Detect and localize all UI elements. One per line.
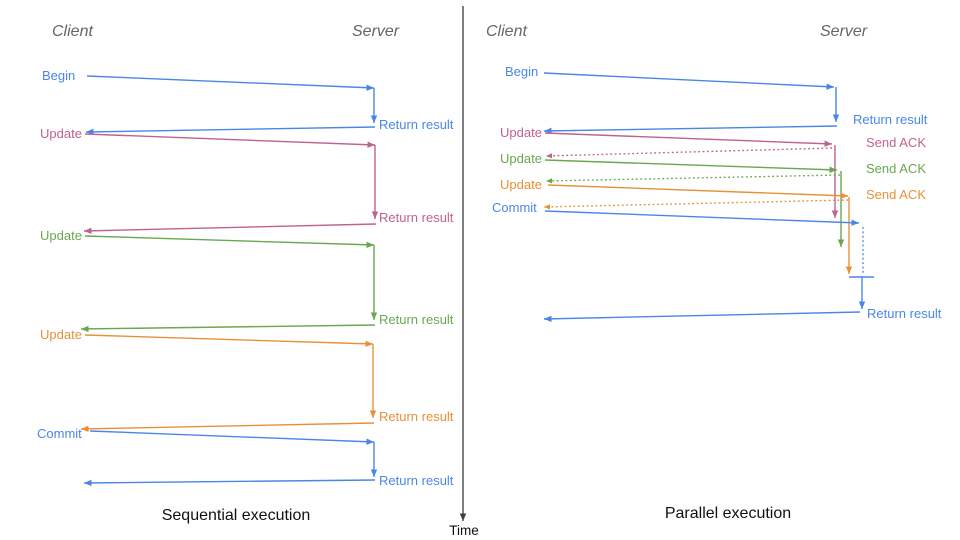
sequential-begin-request-line — [86, 75, 375, 89]
parallel-update1-request-arrowhead — [824, 140, 832, 147]
parallel-commit-send-arrowhead — [858, 301, 866, 309]
parallel-update3-processing-arrowhead — [845, 266, 853, 274]
sequential-commit-return-arrowhead — [84, 479, 92, 487]
parallel-update2-label: Update — [500, 151, 542, 166]
parallel-return-result-1: Return result — [853, 112, 928, 127]
parallel-update1-ack-line — [545, 147, 833, 157]
parallel-update2-processing-arrowhead — [837, 239, 845, 247]
parallel-update1-processing-arrowhead — [831, 210, 839, 218]
parallel-begin-request-arrowhead — [826, 83, 834, 90]
sequential-update2-request-arrowhead — [366, 241, 374, 248]
sequential-begin-return-line — [85, 126, 376, 133]
parallel-send-ack-1: Send ACK — [866, 135, 926, 150]
parallel-begin-return-line — [543, 125, 838, 132]
sequential-commit-return-line — [83, 479, 376, 484]
sequential-return-result-1: Return result — [379, 117, 454, 132]
parallel-client-header: Client — [486, 23, 527, 40]
sequential-commit-label: Commit — [37, 426, 82, 441]
sequential-panel-title: Sequential execution — [162, 507, 311, 524]
parallel-update2-ack-arrowhead — [546, 178, 553, 184]
parallel-update3-ack-line — [543, 199, 849, 208]
parallel-commit-return-line — [543, 311, 861, 320]
sequential-update3-request-arrowhead — [365, 340, 373, 347]
parallel-update3-ack-arrowhead — [544, 204, 551, 210]
sequential-return-result-4: Return result — [379, 409, 454, 424]
sequential-update2-label: Update — [40, 228, 82, 243]
parallel-commit-request-arrowhead — [851, 219, 859, 226]
sequential-commit-processing-arrowhead — [370, 469, 378, 477]
parallel-commit-request-line — [544, 210, 860, 224]
sequential-return-result-5: Return result — [379, 473, 454, 488]
parallel-update2-request-line — [544, 159, 838, 171]
sequential-update1-request-arrowhead — [367, 141, 375, 148]
parallel-update2-request-arrowhead — [829, 166, 837, 173]
parallel-update3-label: Update — [500, 177, 542, 192]
parallel-update1-ack-arrowhead — [546, 153, 553, 159]
sequential-client-header: Client — [52, 23, 93, 40]
sequential-update3-label: Update — [40, 327, 82, 342]
parallel-commit-label: Commit — [492, 200, 537, 215]
sequential-return-result-2: Return result — [379, 210, 454, 225]
sequential-commit-request-arrowhead — [366, 438, 374, 445]
parallel-return-result-2: Return result — [867, 306, 942, 321]
sequential-update2-return-arrowhead — [81, 325, 89, 333]
sequential-begin-request-arrowhead — [366, 84, 374, 91]
sequential-update3-return-line — [80, 422, 375, 430]
sequential-update3-return-arrowhead — [81, 425, 89, 433]
sequential-begin-return-arrowhead — [86, 128, 94, 136]
parallel-send-ack-3: Send ACK — [866, 187, 926, 202]
sequential-update1-label: Update — [40, 126, 82, 141]
sequential-update3-request-line — [84, 334, 374, 345]
parallel-panel-title: Parallel execution — [665, 505, 791, 522]
parallel-update2-ack-line — [545, 174, 841, 182]
parallel-begin-request-line — [543, 72, 835, 88]
parallel-send-ack-2: Send ACK — [866, 161, 926, 176]
sequential-commit-request-line — [89, 430, 375, 443]
parallel-update1-request-line — [544, 132, 833, 145]
sequential-update1-return-arrowhead — [84, 227, 92, 235]
parallel-commit-return-arrowhead — [544, 315, 552, 323]
sequential-return-result-3: Return result — [379, 312, 454, 327]
parallel-begin-label: Begin — [505, 64, 538, 79]
parallel-update1-label: Update — [500, 125, 542, 140]
sequential-server-header: Server — [352, 23, 400, 40]
parallel-update3-request-arrowhead — [840, 192, 848, 199]
parallel-update3-request-line — [547, 184, 849, 197]
sequential-begin-processing-arrowhead — [370, 115, 378, 123]
parallel-begin-return-arrowhead — [544, 127, 552, 135]
sequential-update2-return-line — [80, 324, 376, 330]
sequential-update3-processing-arrowhead — [369, 410, 377, 418]
time-axis-arrowhead — [459, 513, 467, 521]
parallel-begin-processing-arrowhead — [832, 114, 840, 122]
sequential-update1-processing-arrowhead — [371, 211, 379, 219]
sequential-update2-request-line — [84, 235, 375, 246]
sequential-update2-processing-arrowhead — [370, 312, 378, 320]
sequential-update1-request-line — [84, 133, 376, 146]
sequential-begin-label: Begin — [42, 68, 75, 83]
parallel-server-header: Server — [820, 23, 868, 40]
time-axis-label: Time — [449, 523, 479, 538]
sequential-update1-return-line — [83, 223, 377, 232]
